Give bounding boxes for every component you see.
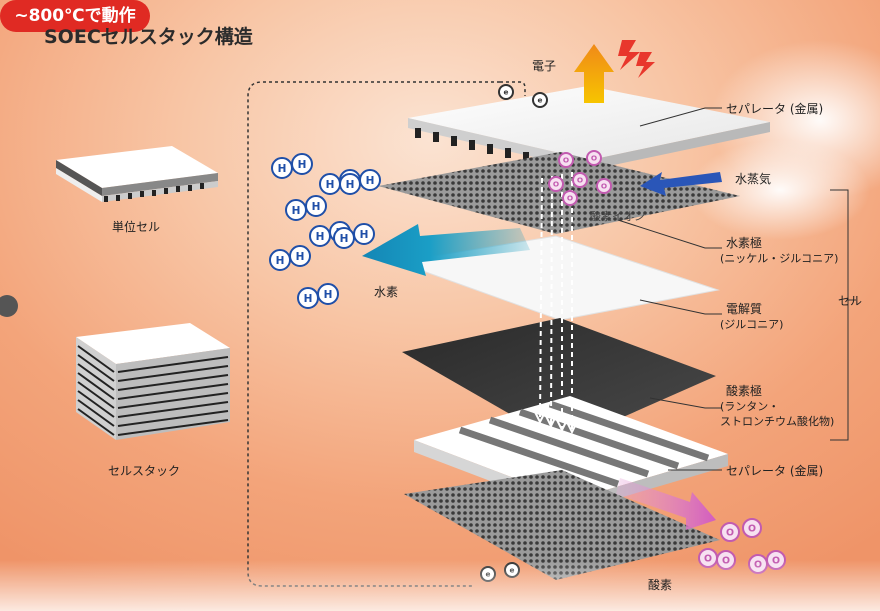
layer-electrolyte-detail: (ジルコニア) <box>720 318 784 331</box>
unit-cell-illustration <box>56 146 218 202</box>
svg-text:H: H <box>340 233 349 245</box>
oxygen-atom: O <box>742 518 762 538</box>
oxygen-electrode-layer <box>402 318 716 444</box>
layer-oxygen-electrode-label: 酸素極 <box>726 384 763 398</box>
svg-text:H: H <box>292 205 301 217</box>
svg-text:e: e <box>504 88 509 97</box>
hydrogen-atom: H <box>333 227 355 249</box>
hydrogen-outlet-arrow <box>362 224 530 276</box>
layer-hydrogen-electrode-detail: (ニッケル・ジルコニア) <box>720 252 839 265</box>
diagram-title: SOECセルスタック構造 <box>44 26 253 48</box>
electron-circuit-top <box>500 81 526 96</box>
scroll-handle[interactable] <box>0 295 18 317</box>
hydrogen-label: 水素 <box>374 285 399 299</box>
oxygen-label: 酸素 <box>648 578 673 592</box>
svg-text:H: H <box>278 163 287 175</box>
oxide-ion: O <box>562 190 578 206</box>
hydrogen-atom: H <box>269 249 291 271</box>
svg-text:O: O <box>553 180 559 189</box>
oxide-ion: O <box>548 176 564 192</box>
bottom-dotted-layer <box>404 470 720 580</box>
electron-particle: e <box>532 92 548 108</box>
svg-text:H: H <box>298 159 307 171</box>
svg-text:O: O <box>704 553 712 564</box>
hydrogen-atom: H <box>285 199 307 221</box>
temperature-badge: ~800℃で動作 <box>0 0 150 32</box>
svg-text:H: H <box>304 293 313 305</box>
oxygen-atom: O <box>720 522 740 542</box>
svg-text:O: O <box>567 194 573 203</box>
svg-text:e: e <box>538 96 543 105</box>
electron-label: 電子 <box>532 59 557 73</box>
oxide-ion: O <box>558 152 574 168</box>
oxide-ion-paths <box>539 172 573 430</box>
svg-text:O: O <box>591 154 597 163</box>
oxide-ion-particles: OOOOOOOOOOOO <box>548 150 786 574</box>
svg-text:H: H <box>346 179 355 191</box>
electron-circuit <box>247 81 500 587</box>
hydrogen-atom: H <box>309 225 331 247</box>
layer-top-separator-label: セパレータ (金属) <box>726 102 824 116</box>
oxygen-outlet-arrow <box>616 478 716 530</box>
oxide-ion: O <box>572 172 588 188</box>
svg-text:O: O <box>601 182 607 191</box>
oxide-ion-label: 酸素イオン <box>590 210 645 223</box>
layer-oxygen-electrode-detail-2: ストロンチウム酸化物) <box>720 415 835 428</box>
layer-electrolyte-label: 電解質 <box>726 302 763 316</box>
lightning-icon <box>618 40 640 70</box>
hydrogen-molecules: HHHHHHHHHHHHHHHH <box>269 153 381 309</box>
svg-text:O: O <box>563 156 569 165</box>
svg-text:O: O <box>577 176 583 185</box>
steam-label: 水蒸気 <box>735 172 772 186</box>
hydrogen-atom: H <box>359 169 381 191</box>
svg-text:H: H <box>326 179 335 191</box>
oxide-ion: O <box>586 150 602 166</box>
cell-bracket-label: セル <box>838 294 863 308</box>
oxide-ion-arrowheads <box>534 411 578 435</box>
svg-text:H: H <box>316 231 325 243</box>
svg-text:H: H <box>324 289 333 301</box>
svg-text:O: O <box>748 523 756 534</box>
hydrogen-atom: H <box>305 195 327 217</box>
lightning-icon <box>636 52 655 78</box>
steam-inlet-arrow <box>640 172 722 196</box>
svg-text:H: H <box>366 175 375 187</box>
hydrogen-atom: H <box>339 173 361 195</box>
electron-particle: e <box>498 84 514 100</box>
hydrogen-atom: H <box>297 287 319 309</box>
oxide-ion: O <box>596 178 612 194</box>
hydrogen-atom: H <box>353 223 375 245</box>
hydrogen-atom: H <box>271 157 293 179</box>
svg-text:O: O <box>726 527 734 538</box>
layer-bottom-separator-label: セパレータ (金属) <box>726 464 824 478</box>
hydrogen-atom: H <box>319 173 341 195</box>
layer-hydrogen-electrode-label: 水素極 <box>726 236 763 250</box>
hydrogen-atom: H <box>317 283 339 305</box>
electron-up-arrow <box>574 44 614 103</box>
cell-stack-label: セルスタック <box>108 464 181 478</box>
layer-oxygen-electrode-detail-1: (ランタン・ <box>720 400 780 413</box>
leader-lines <box>617 107 856 471</box>
svg-text:H: H <box>360 229 369 241</box>
hydrogen-atom: H <box>289 245 311 267</box>
hydrogen-atom: H <box>291 153 313 175</box>
unit-cell-label: 単位セル <box>112 220 161 234</box>
hydrogen-electrode-layer <box>378 152 740 234</box>
svg-text:H: H <box>276 255 285 267</box>
svg-text:H: H <box>296 251 305 263</box>
svg-text:H: H <box>312 201 321 213</box>
cell-stack-illustration <box>76 323 230 440</box>
